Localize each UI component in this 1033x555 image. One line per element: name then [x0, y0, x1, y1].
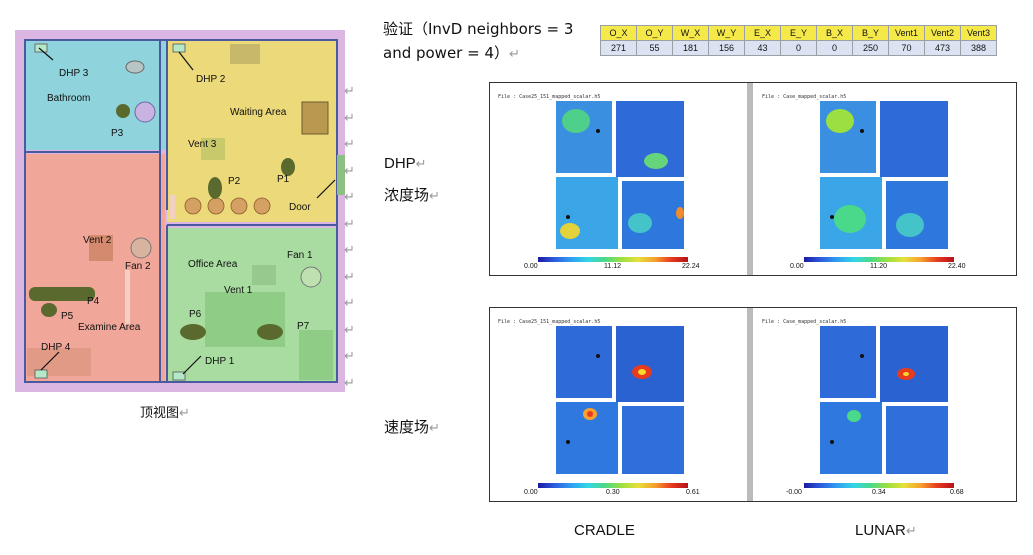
- velocity-row-label: 速度场↵: [384, 418, 440, 436]
- floor-plan: DHP 3 Bathroom P3 DHP 2 Waiting Area Ven…: [15, 30, 345, 392]
- vel-lunar-colorbar: [804, 483, 954, 488]
- vel-cradle-field: [556, 326, 684, 474]
- vent1-label: Vent 1: [224, 285, 253, 296]
- p1-label: P1: [277, 174, 290, 185]
- validation-title: 验证（InvD neighbors = 3 and power = 4）↵: [383, 17, 573, 67]
- dhp2-label: DHP 2: [196, 74, 226, 85]
- p6-label: P6: [189, 309, 202, 320]
- examine-label: Examine Area: [78, 322, 141, 333]
- waiting-label: Waiting Area: [230, 107, 287, 118]
- p3-label: P3: [111, 128, 124, 139]
- p2-label: P2: [228, 176, 241, 187]
- walls: [24, 39, 338, 383]
- dhp3-label: DHP 3: [59, 68, 89, 79]
- p4-label: P4: [87, 296, 100, 307]
- concentration-row-label: 浓度场↵: [384, 186, 440, 204]
- panel-divider: [747, 308, 753, 501]
- dhp-cradle-field: [556, 101, 684, 249]
- vel-cradle-plot: File : Case25_151_mapped_scalar.h5 0.00 …: [498, 319, 700, 496]
- return-marks-column: ↵↵ ↵↵ ↵↵ ↵↵ ↵↵ ↵↵: [344, 83, 355, 390]
- p7-label: P7: [297, 321, 310, 332]
- bathroom-label: Bathroom: [47, 93, 90, 104]
- p5-label: P5: [61, 311, 74, 322]
- dhp4-label: DHP 4: [41, 342, 71, 353]
- dhp-cradle-colorbar: [538, 257, 688, 262]
- dhp-concentration-panel: File : Case25_151_mapped_scalar.h5 0.00 …: [489, 82, 1017, 276]
- vel-lunar-plot: File : Case_mapped_scalar.h5 -0.00 0.34 …: [762, 319, 964, 496]
- vent3-label: Vent 3: [188, 139, 217, 150]
- panel-divider: [747, 83, 753, 275]
- floorplan-caption: 顶视图↵: [140, 406, 190, 421]
- validation-line-2: and power = 4）: [383, 44, 509, 62]
- velocity-panel: File : Case25_151_mapped_scalar.h5 0.00 …: [489, 307, 1017, 502]
- dhp-lunar-colorbar: [804, 257, 954, 262]
- bathroom-room: [25, 40, 167, 150]
- dhp-lunar-field: [820, 101, 948, 249]
- cradle-label: CRADLE: [574, 522, 635, 539]
- pointer-arrows: [38, 47, 336, 375]
- dhp-row-label: DHP↵: [384, 155, 427, 172]
- dhp-lunar-plot: File : Case_mapped_scalar.h5 0.00 11.20 …: [762, 94, 966, 270]
- validation-line-1: 验证（InvD neighbors = 3: [383, 20, 574, 38]
- people-figures: [29, 104, 295, 340]
- lunar-label: LUNAR↵: [855, 522, 917, 539]
- vel-lunar-field: [820, 326, 948, 474]
- door-label: Door: [289, 202, 311, 213]
- fan1-label: Fan 1: [287, 250, 313, 261]
- dhp1-label: DHP 1: [205, 356, 235, 367]
- vel-cradle-colorbar: [538, 483, 688, 488]
- office-label: Office Area: [188, 259, 238, 270]
- vent2-label: Vent 2: [83, 235, 112, 246]
- examine-room: [25, 154, 165, 382]
- dhp-cradle-plot: File : Case25_151_mapped_scalar.h5 0.00 …: [498, 94, 700, 270]
- fan2-label: Fan 2: [125, 261, 151, 272]
